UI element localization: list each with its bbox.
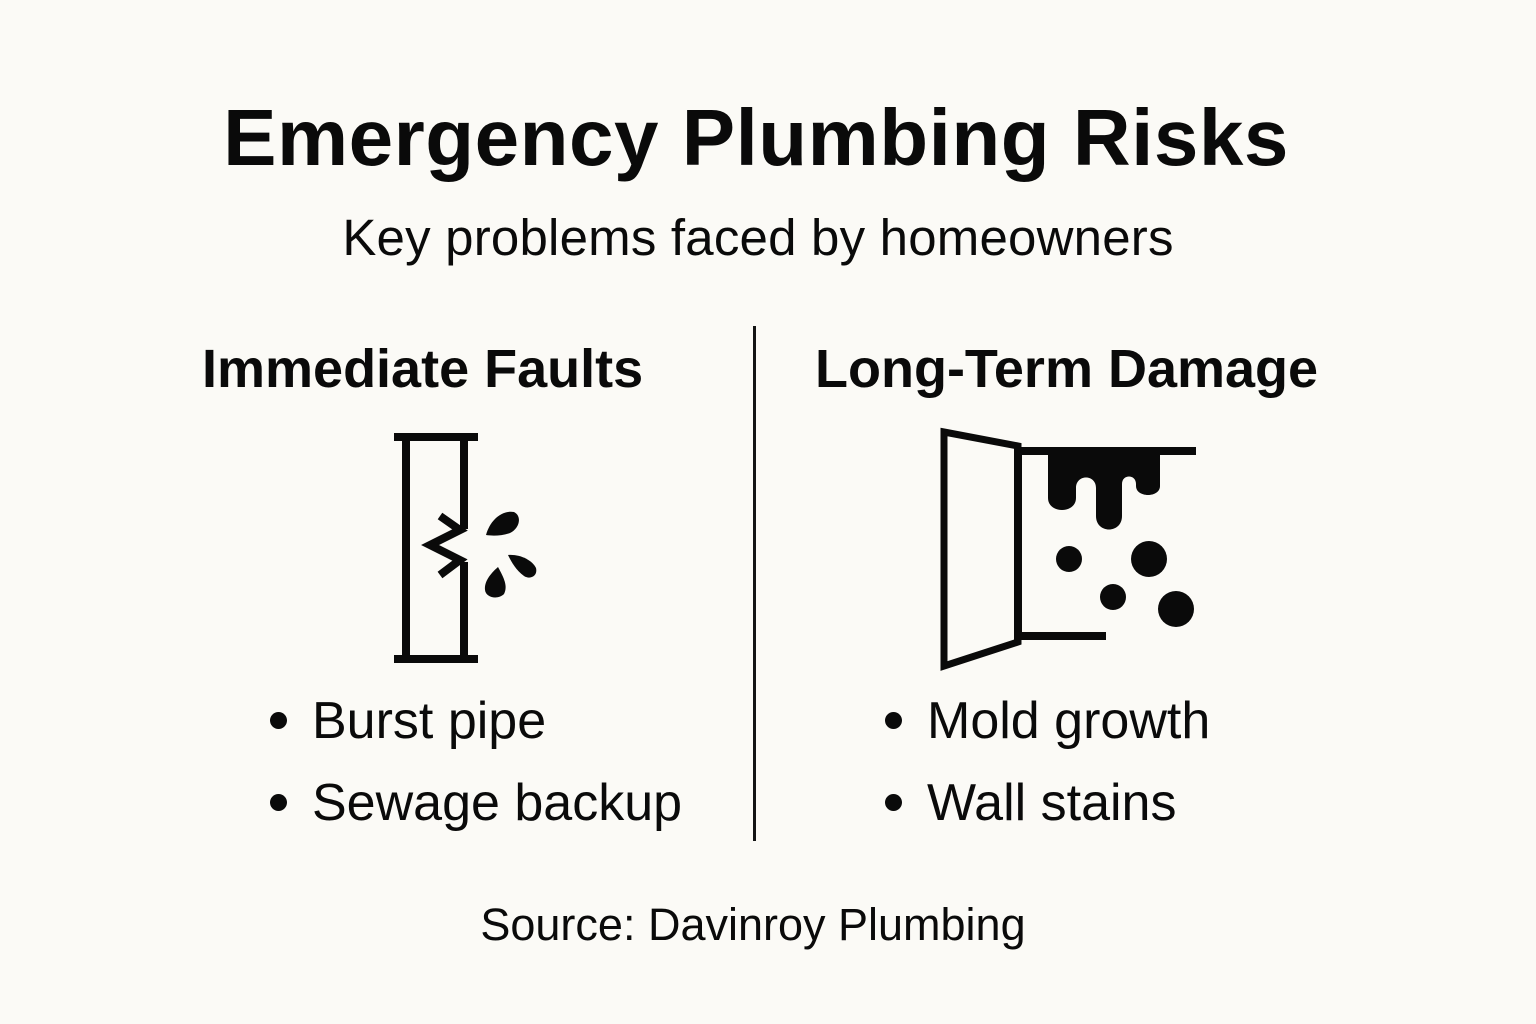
list-item: Burst pipe: [270, 680, 682, 762]
list-item: Sewage backup: [270, 762, 682, 844]
page-subtitle: Key problems faced by homeowners: [342, 209, 1174, 266]
list-item-label: Burst pipe: [312, 692, 547, 750]
bullet-icon: [885, 712, 902, 729]
bullet-icon: [885, 794, 902, 811]
column-heading-immediate-faults: Immediate Faults: [202, 339, 644, 399]
bullet-icon: [270, 794, 287, 811]
burst-pipe-icon: [380, 420, 560, 680]
column-divider: [753, 326, 756, 841]
source-caption: Source: Davinroy Plumbing: [480, 899, 1026, 950]
immediate-faults-list: Burst pipe Sewage backup: [270, 680, 682, 844]
list-item: Mold growth: [885, 680, 1210, 762]
list-item-label: Mold growth: [927, 692, 1211, 750]
water-damaged-wall-icon: [930, 420, 1210, 680]
long-term-damage-list: Mold growth Wall stains: [885, 680, 1210, 844]
bullet-icon: [270, 712, 287, 729]
list-item-label: Wall stains: [927, 774, 1177, 832]
list-item: Wall stains: [885, 762, 1210, 844]
page-title: Emergency Plumbing Risks: [223, 93, 1289, 182]
list-item-label: Sewage backup: [312, 774, 683, 832]
column-heading-long-term-damage: Long-Term Damage: [815, 339, 1319, 399]
